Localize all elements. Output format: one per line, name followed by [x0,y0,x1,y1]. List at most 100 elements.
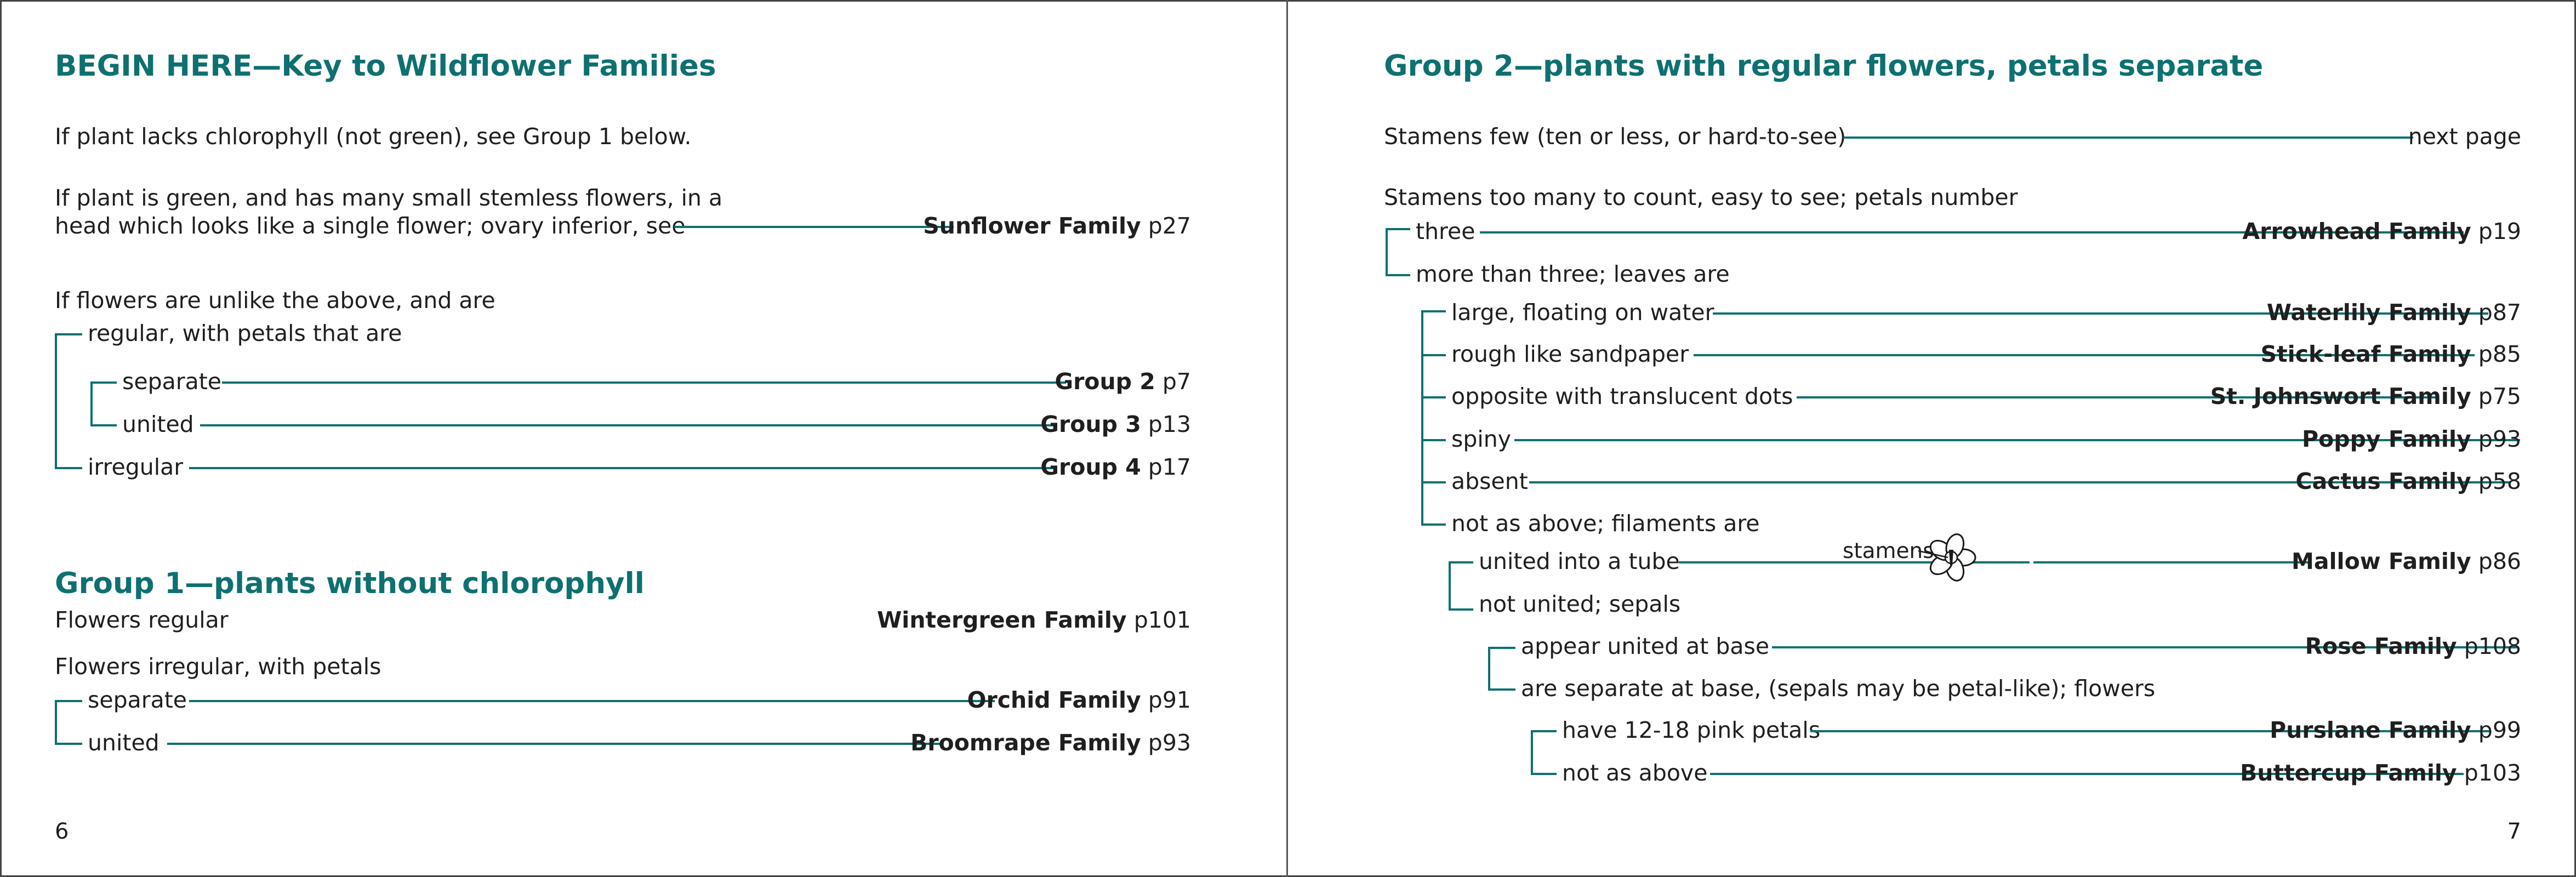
leader-line [167,743,943,745]
bracket-tick [55,467,82,469]
leader-line [1797,396,2438,398]
pink-petals-branch: have 12-18 pink petals [1562,717,1821,743]
page-ref: p85 [2478,341,2521,367]
page-ref: p27 [1148,213,1191,239]
key-result-rose[interactable]: Rose Family p108 [2305,635,2521,658]
flowers-irregular-lead: Flowers irregular, with petals [55,653,381,680]
bracket [1449,561,1451,611]
bracket-tick [90,381,117,384]
green-lead-line-1: If plant is green, and has many small st… [55,185,723,211]
page-ref: p75 [2478,383,2521,409]
key-result-group4[interactable]: Group 4 p17 [1040,456,1191,479]
page-gutter [1286,0,1288,877]
bracket-tick [1488,647,1515,649]
right-page: Group 2—plants with regular flowers, pet… [1288,0,2576,877]
key-result-cactus[interactable]: Cactus Family p58 [2295,470,2521,493]
key-result-orchid[interactable]: Orchid Family p91 [967,689,1191,711]
family-name: Arrowhead Family [2242,218,2471,244]
key-result-wintergreen[interactable]: Wintergreen Family p101 [877,609,1191,631]
family-name: Group 3 [1040,411,1141,437]
bracket-tick [1421,354,1446,356]
bracket [55,700,57,744]
green-lead-line-2: head which looks like a single flower; o… [55,213,686,239]
opposite-branch: opposite with translucent dots [1451,383,1793,409]
page-ref: p17 [1148,454,1191,480]
page-number: 7 [2507,819,2521,844]
page-ref: p99 [2478,717,2521,743]
bracket-tick [1449,561,1473,563]
leader-line [1694,354,2475,356]
page-ref: p103 [2464,760,2521,786]
group1-title: Group 1—plants without chlorophyll [55,567,645,600]
key-result-poppy[interactable]: Poppy Family p93 [2302,428,2521,451]
appear-united-branch: appear united at base [1521,633,1770,659]
mallow-flower-icon [1918,533,1976,582]
key-result-st-johnswort[interactable]: St. Johnswort Family p75 [2210,385,2521,408]
page-title: BEGIN HERE—Key to Wildflower Families [55,49,716,83]
page-ref: p108 [2464,633,2521,659]
absent-branch: absent [1451,468,1528,494]
family-name: Sunflower Family [923,213,1141,239]
page-ref: p93 [2478,426,2521,452]
irregular-branch: irregular [88,454,184,480]
key-result-purslane[interactable]: Purslane Family p99 [2270,719,2521,742]
leader-line [200,424,1057,426]
family-name: Stick-leaf Family [2260,341,2471,367]
page-number: 6 [55,819,69,844]
family-name: Broomrape Family [910,730,1141,756]
page-ref: p93 [1148,730,1191,756]
key-result-stickleaf[interactable]: Stick-leaf Family p85 [2261,343,2522,366]
leader-line [1529,481,2510,483]
stamens-few-lead: Stamens few (ten or less, or hard-to-see… [1384,123,1846,150]
bracket-tick [55,743,82,745]
are-separate-branch: are separate at base, (sepals may be pet… [1521,675,2156,702]
leader-line [1710,773,2464,775]
leader-line [1514,439,2520,441]
leader-line [189,700,995,702]
key-result-arrowhead[interactable]: Arrowhead Family p19 [2242,220,2521,243]
large-branch: large, floating on water [1451,299,1714,326]
bracket-tick [90,424,117,426]
family-name: Buttercup Family [2240,760,2457,786]
leader-line [1810,730,2490,732]
leader-line [1679,561,2030,563]
leader-line [189,467,1055,469]
key-result-group2[interactable]: Group 2 p7 [1055,371,1191,393]
bracket-tick [55,700,82,702]
leader-line [1480,231,2464,234]
page-ref: p91 [1148,687,1191,713]
family-name: Wintergreen Family [877,607,1127,633]
bracket-tick [1421,481,1446,483]
bracket-tick [1421,523,1446,526]
leader-line [1844,136,2413,139]
family-name: Group 2 [1055,368,1155,395]
key-result-mallow[interactable]: Mallow Family p86 [2292,550,2521,573]
key-result-broomrape[interactable]: Broomrape Family p93 [910,732,1191,754]
unlike-lead: If flowers are unlike the above, and are [55,287,495,314]
key-result-buttercup[interactable]: Buttercup Family p103 [2240,762,2521,784]
left-page: BEGIN HERE—Key to Wildflower Families If… [0,0,1286,877]
g1-separate-branch: separate [88,687,187,713]
family-name: Cactus Family [2295,468,2471,494]
bracket-tick [55,333,82,335]
chlorophyll-lead: If plant lacks chlorophyll (not green), … [55,123,692,150]
bracket [55,333,57,469]
key-result-group3[interactable]: Group 3 p13 [1040,413,1191,436]
bracket [1531,730,1533,774]
bracket-tick [1386,228,1410,230]
key-result-waterlily[interactable]: Waterlily Family p87 [2267,301,2521,324]
family-name: Mallow Family [2292,548,2471,574]
g1-united-branch: united [88,730,159,756]
bracket-tick [1488,688,1515,691]
rough-branch: rough like sandpaper [1451,341,1689,367]
not-as-above-2-branch: not as above [1562,760,1708,786]
united-tube-branch: united into a tube [1479,548,1680,574]
key-result-sunflower[interactable]: Sunflower Family p27 [923,215,1191,237]
three-branch: three [1416,218,1475,244]
page-ref: p86 [2478,548,2521,574]
separate-branch: separate [122,368,222,395]
next-page-link[interactable]: next page [2408,123,2521,150]
united-branch: united [122,411,194,437]
regular-branch: regular, with petals that are [88,320,402,346]
stamens-many-lead: Stamens too many to count, easy to see; … [1384,184,2018,210]
